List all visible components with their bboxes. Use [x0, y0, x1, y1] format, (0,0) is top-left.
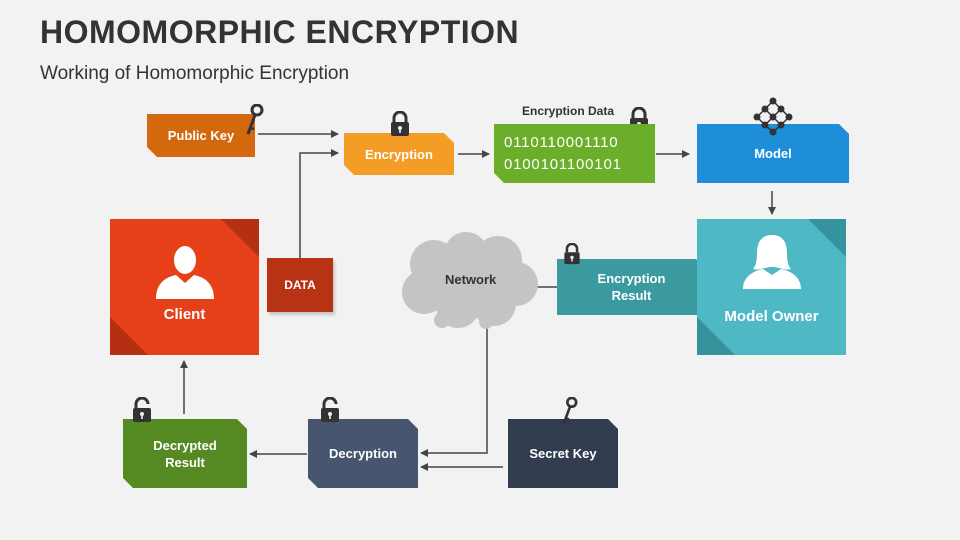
public-key-label: Public Key: [167, 128, 235, 143]
encryption-box: Encryption: [344, 133, 454, 175]
user-icon: [156, 246, 214, 299]
encryption-result-label-1: Encryption: [597, 271, 666, 286]
arrow-network-to-decryption: [420, 320, 488, 457]
key-icon: [246, 104, 264, 135]
cloud-icon: [402, 232, 538, 329]
bits-line-2: 0100101100101: [504, 155, 622, 173]
arrow-data-to-encryption: [299, 149, 339, 258]
client-corner-accent: [221, 219, 259, 257]
unlock-icon: [321, 397, 339, 422]
model-owner-corner-accent: [808, 219, 846, 257]
unlock-icon: [133, 397, 151, 422]
data-label: DATA: [284, 277, 316, 292]
client-label: Client: [163, 306, 206, 323]
client-box: Client: [110, 219, 259, 355]
network-nodes-icon: [753, 97, 793, 136]
model-owner-label: Model Owner: [724, 308, 819, 325]
secret-key-box: Secret Key: [508, 419, 618, 488]
page-title: HOMOMORPHIC ENCRYPTION: [40, 14, 520, 50]
user-icon: [743, 235, 801, 289]
secret-key-label: Secret Key: [529, 446, 597, 461]
key-icon: [562, 397, 578, 424]
lock-icon: [564, 243, 580, 265]
encryption-data-label: Encryption Data: [522, 104, 615, 118]
encryption-data-box: 0110110001110 0100101100101: [494, 124, 655, 183]
encryption-label: Encryption: [365, 146, 433, 162]
page-subtitle: Working of Homomorphic Encryption: [40, 63, 350, 84]
data-box: DATA: [267, 258, 333, 312]
decrypted-result-label-1: Decrypted: [153, 437, 217, 453]
decrypted-result-box: Decrypted Result: [123, 419, 247, 488]
model-label: Model: [754, 146, 792, 161]
bits-line-1: 0110110001110: [504, 133, 619, 151]
client-corner-accent: [110, 317, 148, 355]
public-key-box: Public Key: [147, 114, 255, 157]
decrypted-result-label-2: Result: [165, 454, 205, 470]
model-owner-box: Model Owner: [697, 219, 846, 355]
lock-icon: [391, 111, 409, 136]
encryption-result-label-2: Result: [611, 288, 652, 303]
decryption-label: Decryption: [329, 446, 397, 461]
decryption-box: Decryption: [308, 419, 418, 488]
encryption-result-box: Encryption Result: [557, 259, 706, 315]
network-label: Network: [445, 272, 497, 287]
model-box: Model: [697, 124, 849, 183]
model-owner-corner-accent: [697, 317, 735, 355]
